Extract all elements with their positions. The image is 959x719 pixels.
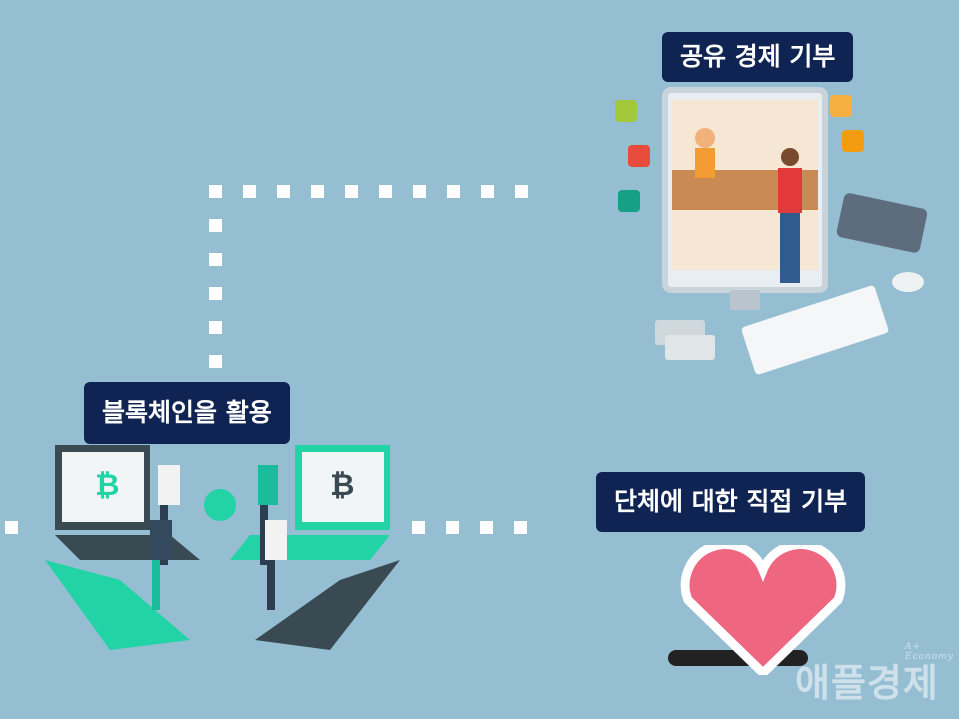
- connector-dot: [345, 185, 358, 198]
- connector-dot: [209, 355, 222, 368]
- connector-dot: [413, 185, 426, 198]
- connector-dot: [379, 185, 392, 198]
- connector-dot: [480, 521, 493, 534]
- connector-dot: [209, 185, 222, 198]
- connector-dot: [514, 521, 527, 534]
- blockchain-illustration: ₿ ₿: [45, 445, 400, 650]
- svg-text:₿: ₿: [330, 468, 354, 503]
- connector-dot: [209, 287, 222, 300]
- connector-dot: [209, 321, 222, 334]
- connector-dot: [515, 185, 528, 198]
- label-blockchain: 블록체인을 활용: [84, 382, 290, 444]
- svg-text:₿: ₿: [95, 468, 119, 503]
- connector-dot: [209, 253, 222, 266]
- connector-dot: [243, 185, 256, 198]
- connector-dot: [5, 521, 18, 534]
- connector-dot: [446, 521, 459, 534]
- connector-dot: [311, 185, 324, 198]
- heart-icon: [668, 545, 846, 675]
- online-shop-illustration: [615, 87, 928, 375]
- connector-dot: [277, 185, 290, 198]
- connector-dot: [447, 185, 460, 198]
- connector-dot: [209, 219, 222, 232]
- label-sharing-economy-donation: 공유 경제 기부: [662, 32, 854, 82]
- label-direct-donation: 단체에 대한 직접 기부: [596, 472, 866, 532]
- connector-dot: [412, 521, 425, 534]
- connector-dot: [481, 185, 494, 198]
